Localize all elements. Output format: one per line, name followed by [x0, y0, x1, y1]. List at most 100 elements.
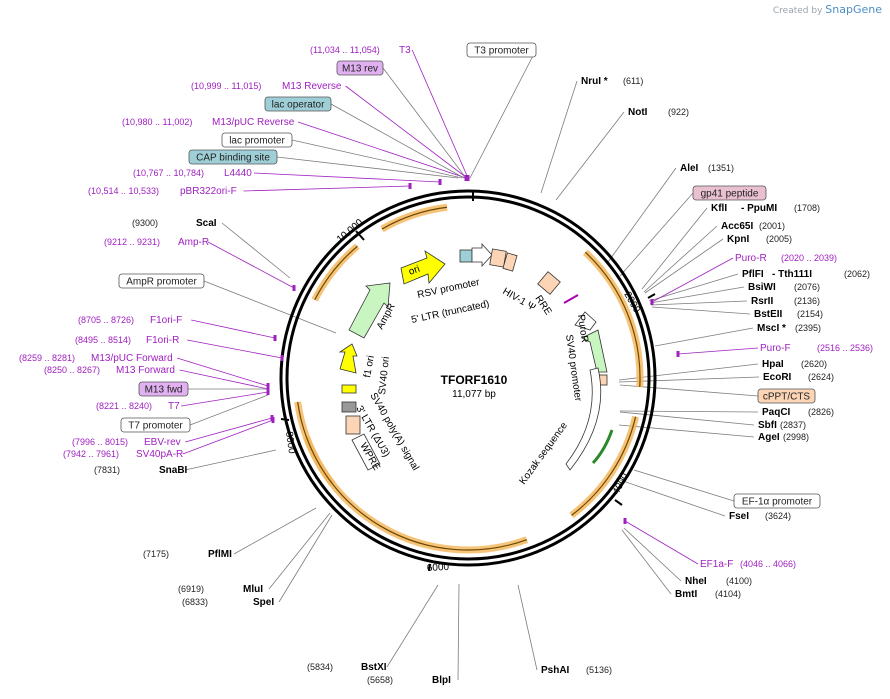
primer-position: (4046 .. 4066) [740, 559, 796, 569]
ltr5-label: 5' LTR (truncated) [410, 299, 490, 326]
cds-arc [294, 401, 529, 554]
primer-sv40pa-r: SV40pA-R(7942 .. 7961) [63, 417, 275, 460]
primer-name: T7 [168, 401, 180, 412]
primer-name: Amp-R [178, 237, 209, 248]
feature-label-box [118, 273, 205, 289]
enzyme-site-nrui: NruI *(611) [581, 76, 643, 87]
rsv-label: RSV promoter [416, 277, 481, 301]
sv40-promoter-label: SV40 promoter [563, 334, 583, 403]
feature-leader [469, 49, 537, 179]
primer-f1ori-f: F1ori-F(8705 .. 8726) [78, 315, 277, 341]
tick-mark [355, 230, 365, 241]
enzyme-position: (7831) [94, 465, 120, 475]
feature-label-text: cPPT/CTS [763, 392, 811, 403]
enzyme-leader [233, 507, 317, 555]
primer-position: (10,514 .. 10,533) [88, 186, 159, 196]
ltr5-box [489, 248, 507, 268]
primer-site [676, 351, 680, 357]
f1-ori-label: f1 ori [362, 355, 377, 379]
enzyme-name: EcoRI [763, 372, 792, 383]
enzyme-name: KpnI [727, 234, 749, 245]
primer-leader [411, 49, 469, 179]
feature-label-box [188, 149, 278, 165]
primer-l4440: L4440 (10,767 .. 10,784) [133, 168, 442, 185]
primer-position: (8495 .. 8514) [75, 335, 131, 345]
enzyme-leader [649, 286, 745, 304]
enzyme-position: (3624) [765, 511, 791, 521]
enzyme-name: ScaI [196, 218, 217, 229]
enzyme-site-bmti: BmtI (4104) [675, 589, 741, 600]
enzyme-position: (2998) [783, 432, 809, 442]
primer-m13-reverse: M13 Reverse(10,999 .. 11,015) [191, 81, 469, 181]
primer-position: (8259 .. 8281) [19, 353, 75, 363]
gp41-marker [563, 294, 579, 304]
sv40-ori-box [341, 384, 357, 394]
enzyme-leader [619, 410, 759, 413]
feature-label-text: AmpR promoter [126, 277, 197, 288]
enzyme-site-paqci: PaqCI(2826) [762, 407, 834, 418]
sv40-promoter-arrow [581, 329, 608, 373]
feature-label-text: gp41 peptide [701, 189, 759, 200]
feature-label-text: EF-1α promoter [742, 497, 813, 508]
enzyme-name-alt: - PpuMI [741, 203, 777, 214]
wpre-arrow [351, 433, 381, 471]
primer-puro-f: Puro-F(2516 .. 2536) [676, 343, 873, 357]
tick-mark [647, 293, 656, 299]
feature-label-box [120, 417, 191, 433]
primer-position: (10,767 .. 10,784) [133, 168, 204, 178]
enzyme-site-acc65i: Acc65I(2001) [721, 221, 785, 232]
cds-arc-line [571, 416, 637, 516]
enzyme-name: BlpI [432, 675, 451, 686]
primer-amp-r: Amp-R(9212 .. 9231) [104, 237, 296, 291]
enzyme-site-mlui: MluI(6919) [178, 584, 263, 595]
ltr3-box [345, 415, 361, 435]
rsv-arrow [471, 242, 493, 268]
enzyme-leader [540, 80, 578, 194]
feature-label-text: M13 fwd [145, 385, 183, 396]
primer-name: M13/pUC Forward [91, 353, 173, 364]
primer-name: L4440 [224, 168, 252, 179]
enzyme-site-agei: AgeI(2998) [758, 432, 809, 443]
feature-leader [382, 67, 467, 179]
feature-label-cap-binding-site: CAP binding site [188, 149, 278, 165]
tick-label-8000: 8000 [283, 431, 297, 455]
feature-label-cppt-cts: cPPT/CTS [757, 388, 816, 404]
primer-name: Puro-F [760, 343, 791, 354]
primer-name: T3 [399, 45, 411, 56]
leader-lines [176, 49, 760, 681]
ef1a-promoter-arc [565, 367, 602, 471]
primer-leader [207, 241, 295, 289]
enzyme-leader [555, 111, 625, 201]
primer-leader [243, 185, 411, 192]
feature-label-text: lac operator [272, 100, 325, 111]
enzyme-site-nhei: NheI(4100) [685, 576, 752, 587]
enzyme-site-pflfi: PflFI- Tth111I(2062) [742, 269, 870, 280]
enzyme-name: MluI [243, 584, 263, 595]
enzyme-name: FseI [729, 511, 749, 522]
sv40-pa-box [341, 401, 357, 413]
rre-box [537, 271, 561, 295]
primer-leader [651, 257, 734, 303]
primer-name: F1ori-R [146, 335, 179, 346]
ampr-arrow [348, 282, 391, 339]
feature-leader [330, 103, 465, 179]
enzyme-name: SnaBI [159, 465, 188, 476]
primer-position: (7942 .. 7961) [63, 449, 119, 459]
enzyme-site-bsteii: BstEII(2154) [754, 309, 823, 320]
enzyme-name: MscI * [757, 323, 786, 334]
enzyme-site-pflmi: PflMI(7175) [143, 549, 232, 560]
primer-pbr322ori-f: pBR322ori-F (10,514 .. 10,533) [88, 183, 412, 197]
primer-site [266, 389, 270, 395]
primer-leader [624, 520, 699, 565]
enzyme-name: BmtI [675, 589, 697, 600]
enzyme-position: (5658) [367, 675, 393, 685]
enzyme-name: AleI [680, 163, 699, 174]
primer-leader [179, 369, 269, 390]
primer-name: pBR322ori-F [180, 186, 237, 197]
enzyme-position: (1351) [708, 163, 734, 173]
primer-leader [187, 339, 283, 359]
primer-site [273, 335, 277, 341]
sv40-ori-label: SV40 ori [377, 356, 392, 395]
feature-label-m13-fwd: M13 fwd [138, 381, 189, 397]
enzyme-position: (4104) [715, 589, 741, 599]
